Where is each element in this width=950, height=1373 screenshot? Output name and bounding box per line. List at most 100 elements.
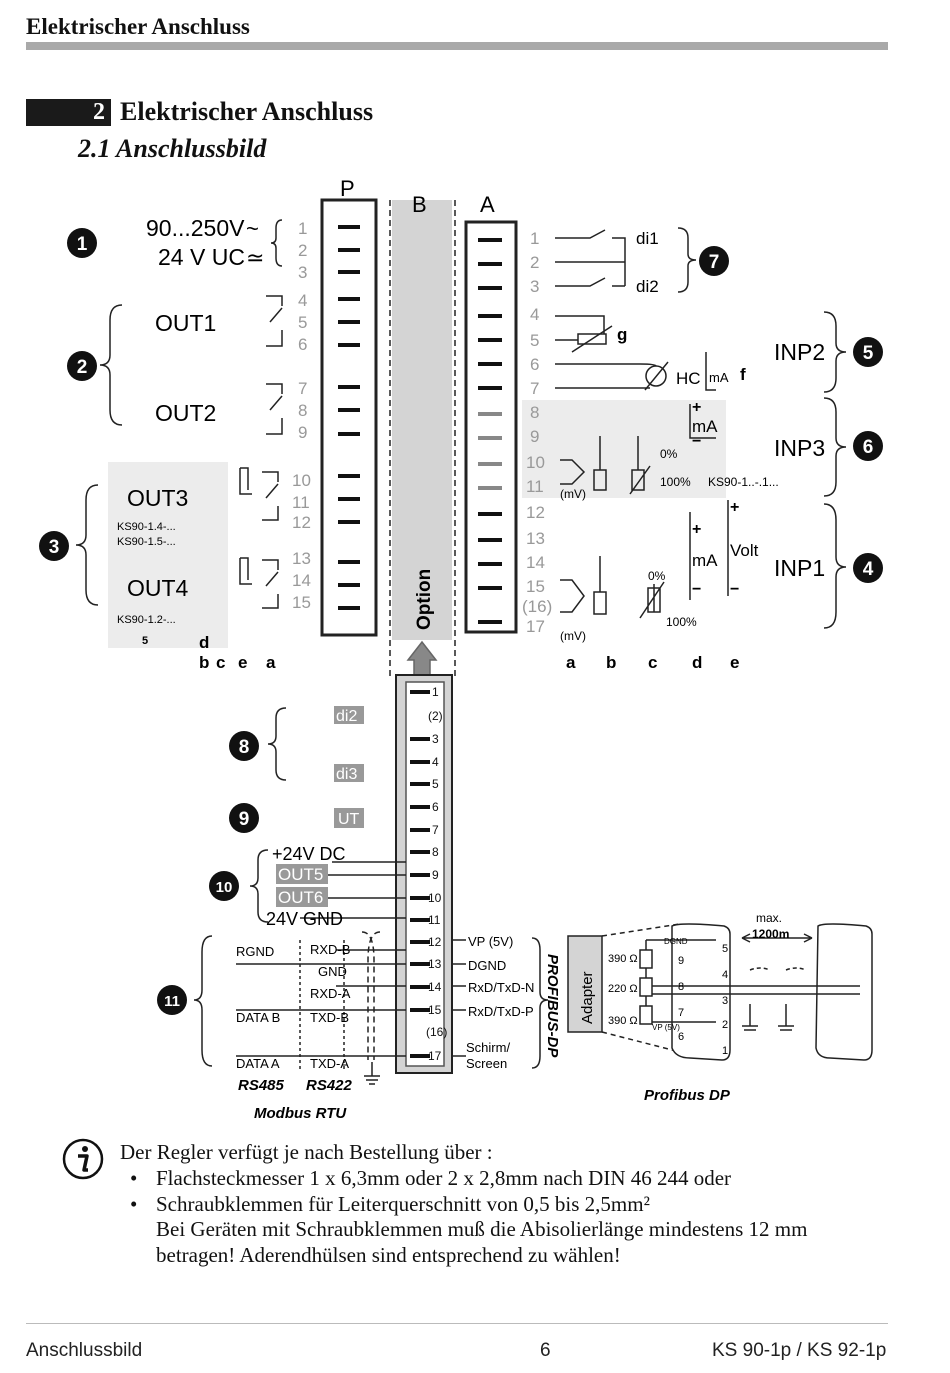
max-label: max.: [756, 911, 782, 925]
diagram-label: 7: [298, 379, 307, 398]
diagram-label: 10: [428, 891, 442, 905]
badge-9: 9: [239, 809, 250, 830]
diagram-label: 1: [722, 1045, 728, 1057]
di2-label: di2: [636, 277, 659, 296]
header-title: Elektrischer Anschluss: [26, 14, 250, 39]
supply-line2: 24 V UC: [158, 244, 245, 270]
out3-variant-a: KS90-1.4-...: [117, 521, 176, 533]
diagram-label: 12: [292, 513, 311, 532]
inp1-minus: −: [692, 581, 701, 598]
resistor-values: 390 Ω 220 Ω 390 Ω: [608, 953, 638, 1027]
diagram-label: GND: [318, 964, 347, 979]
left-marker: 5: [142, 635, 148, 647]
diagram-label: 390 Ω: [608, 953, 638, 965]
volt-plus: +: [730, 499, 739, 516]
diagram-label: 390 Ω: [608, 1015, 638, 1027]
profibus-signals: VP (5V) DGND RxD/TxD-N RxD/TxD-P: [468, 934, 534, 1019]
diagram-label: 3: [432, 732, 439, 746]
diagram-label: 9: [530, 427, 539, 446]
diagram-label: 10: [292, 471, 311, 490]
badge-1: 1: [77, 234, 88, 255]
inp1-label: INP1: [774, 555, 825, 581]
diagram-label: 12: [428, 935, 442, 949]
inp1-volt: Volt: [730, 541, 759, 560]
inp3-code: KS90-1..-.1...: [708, 475, 779, 489]
diagram-label: 7: [530, 379, 539, 398]
bullet-marker: •: [130, 1166, 138, 1190]
col-p: P: [340, 176, 355, 201]
subsection-title: 2.1 Anschlussbild: [78, 134, 267, 163]
diagram-label: RXD-A: [310, 986, 351, 1001]
inp3-mv: (mV): [560, 487, 586, 501]
diagram-label: 3: [530, 277, 539, 296]
b-terminal-numbers: 1 (2) 3 4 5 6 7 8 9 10 11 12 13 14 15 (1…: [426, 685, 447, 1063]
diagram-label: 17: [526, 617, 545, 636]
b-24vgnd: 24V GND: [266, 909, 343, 929]
diagram-label: 11: [526, 477, 544, 496]
numbered-badges: 1 2 3 4 5 6 7 8 9 10 11: [39, 228, 883, 1015]
inp3-label: INP3: [774, 435, 825, 461]
a-terminal-numbers: 1 2 3 4 5 6 7 8 9 10 11 12 13 14 15 (16)…: [522, 229, 552, 636]
col-b: B: [412, 192, 427, 217]
diagram-label: DATA A: [236, 1056, 280, 1071]
p-terminal-numbers: 1 2 3 4 5 6 7 8 9 10 11 12 13 14 15: [292, 219, 311, 612]
schirm-2: Screen: [466, 1056, 507, 1071]
diagram-label: 13: [292, 549, 311, 568]
footer-right: KS 90-1p / KS 92-1p: [712, 1340, 887, 1361]
inp-f: f: [740, 365, 746, 384]
diagram-label: VP (5V): [468, 934, 513, 949]
diagram-label: 4: [530, 305, 539, 324]
out3-label: OUT3: [127, 485, 188, 511]
inp-hc: HC: [676, 369, 701, 388]
diagram-label: 8: [298, 401, 307, 420]
section-title: Elektrischer Anschluss: [120, 97, 374, 126]
header-bar: [26, 42, 888, 50]
supply-line1: 90...250V: [146, 215, 245, 241]
diagram-label: d: [692, 653, 702, 672]
profibus-caption: Profibus DP: [644, 1087, 731, 1104]
diagram-label: RGND: [236, 944, 274, 959]
out4-label: OUT4: [127, 575, 189, 601]
inp1-hundred: 100%: [666, 615, 697, 629]
inp1-zero: 0%: [648, 569, 666, 583]
diagram-label: 4: [722, 969, 728, 981]
diagram-label: 2: [298, 241, 307, 260]
diagram-label: 14: [292, 571, 311, 590]
left-letter-d: d: [199, 633, 209, 652]
diagram-label: DGND: [468, 958, 506, 973]
b-24vdc: +24V DC: [272, 844, 346, 864]
left-letter-b: b: [199, 653, 209, 672]
diagram-label: 15: [292, 593, 311, 612]
diagram-label: 11: [428, 913, 441, 927]
bullet-marker: •: [130, 1192, 138, 1216]
diagram-label: 13: [428, 957, 442, 971]
diagram-label: (16): [522, 597, 552, 616]
inp1-ma: mA: [692, 551, 718, 570]
diagram-label: (2): [428, 709, 443, 723]
inp2-label: INP2: [774, 339, 825, 365]
dsub-dgnd: DGND: [664, 937, 688, 946]
diagram-label: DATA B: [236, 1010, 280, 1025]
diagram-label: TXD-A: [310, 1056, 349, 1071]
badge-6: 6: [863, 437, 874, 458]
diagram-label: 14: [428, 980, 442, 994]
diagram-label: RxD/TxD-N: [468, 980, 534, 995]
out2-label: OUT2: [155, 400, 216, 426]
diagram-label: (16): [426, 1025, 447, 1039]
rs485-caption: RS485: [238, 1077, 285, 1094]
out1-label: OUT1: [155, 310, 216, 336]
max-value: 1200m: [752, 927, 789, 941]
b-di3: di3: [336, 766, 357, 783]
diagram-label: 6: [298, 335, 307, 354]
badge-11: 11: [164, 993, 180, 1010]
footer-page: 6: [540, 1340, 551, 1361]
diagram-label: 7: [432, 823, 439, 837]
b-ut: UT: [338, 811, 360, 828]
modbus-caption: Modbus RTU: [254, 1105, 347, 1122]
diagram-label: a: [566, 653, 576, 672]
diagram-label: 5: [298, 313, 307, 332]
inp3-zero: 0%: [660, 447, 678, 461]
inp3-plus: +: [692, 399, 701, 416]
out3-out4-shade: [108, 462, 228, 648]
diagram-label: 8: [678, 981, 684, 993]
